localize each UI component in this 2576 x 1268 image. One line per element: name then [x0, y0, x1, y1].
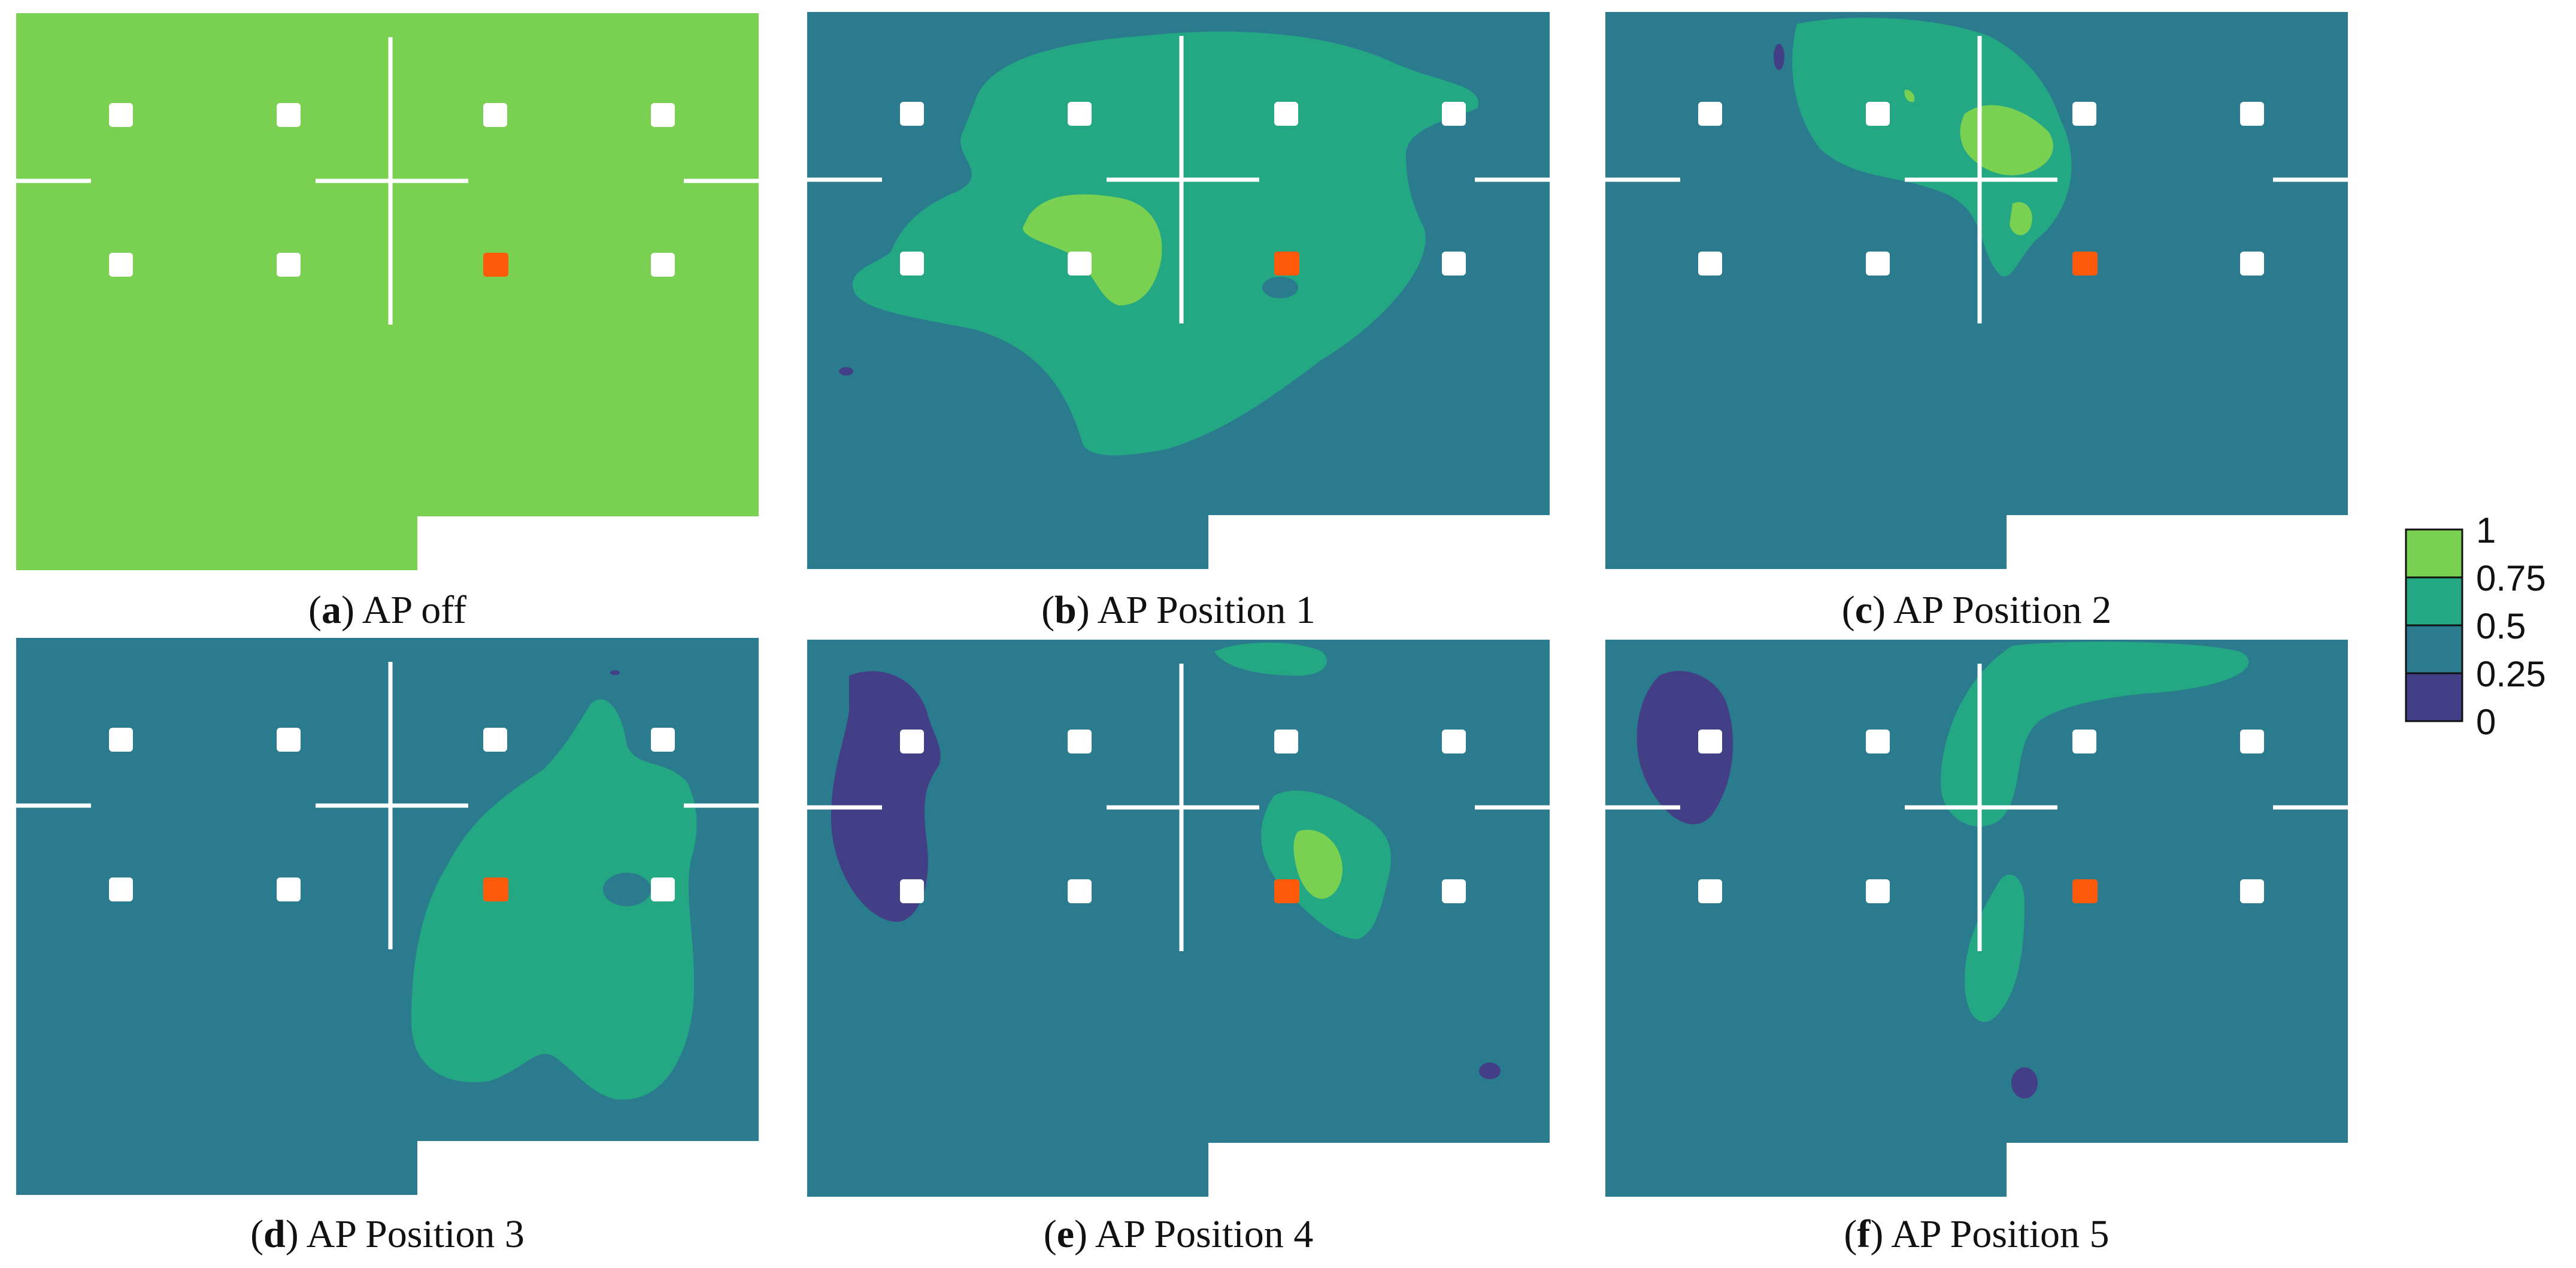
access-point-marker	[483, 253, 508, 277]
panel-b	[807, 12, 1550, 569]
panel-c-map	[1605, 12, 2348, 569]
caption-b: (b) AP Position 1	[1041, 588, 1316, 632]
colorbar-swatch-025-05	[2405, 624, 2463, 674]
colorbar-swatch-0-025	[2405, 672, 2463, 722]
panel-e-map	[807, 640, 1550, 1197]
colorbar-tick: 0.5	[2476, 606, 2526, 646]
level-05-075	[1792, 17, 2072, 277]
panel-b-map	[807, 12, 1550, 569]
level-05-075	[411, 699, 697, 1100]
colorbar-tick: 0.75	[2476, 558, 2546, 598]
colorbar-swatch-075-1	[2405, 528, 2463, 579]
panel-f	[1605, 640, 2348, 1197]
colorbar-swatch-05-075	[2405, 576, 2463, 627]
caption-d: (d) AP Position 3	[250, 1212, 525, 1256]
panel-c	[1605, 12, 2348, 569]
panel-a-map	[16, 13, 759, 570]
level-075-1	[16, 13, 759, 570]
access-point-marker	[1274, 252, 1299, 276]
access-point-marker	[1274, 879, 1299, 903]
level-05-075	[1941, 641, 2249, 827]
access-point-marker	[2072, 252, 2098, 276]
level-075-1	[1023, 194, 1162, 305]
access-point-marker	[2072, 879, 2098, 903]
panel-d	[16, 638, 759, 1195]
level-075-1	[1293, 830, 1342, 899]
caption-a: (a) AP off	[308, 588, 466, 632]
panel-e	[807, 640, 1550, 1197]
panel-f-map	[1605, 640, 2348, 1197]
level-05-075	[852, 31, 1478, 456]
level-0-025	[1636, 671, 1734, 825]
caption-f: (f) AP Position 5	[1844, 1212, 2109, 1256]
panel-a	[16, 13, 759, 570]
caption-e: (e) AP Position 4	[1044, 1212, 1313, 1256]
panel-d-map	[16, 638, 759, 1195]
caption-c: (c) AP Position 2	[1842, 588, 2111, 632]
colorbar: 1 0.75 0.5 0.25 0	[2405, 510, 2546, 742]
colorbar-tick: 1	[2476, 510, 2496, 550]
level-075-1	[1960, 105, 2053, 175]
access-point-marker	[483, 877, 508, 901]
colorbar-tick: 0	[2476, 702, 2496, 742]
colorbar-tick: 0.25	[2476, 654, 2546, 694]
